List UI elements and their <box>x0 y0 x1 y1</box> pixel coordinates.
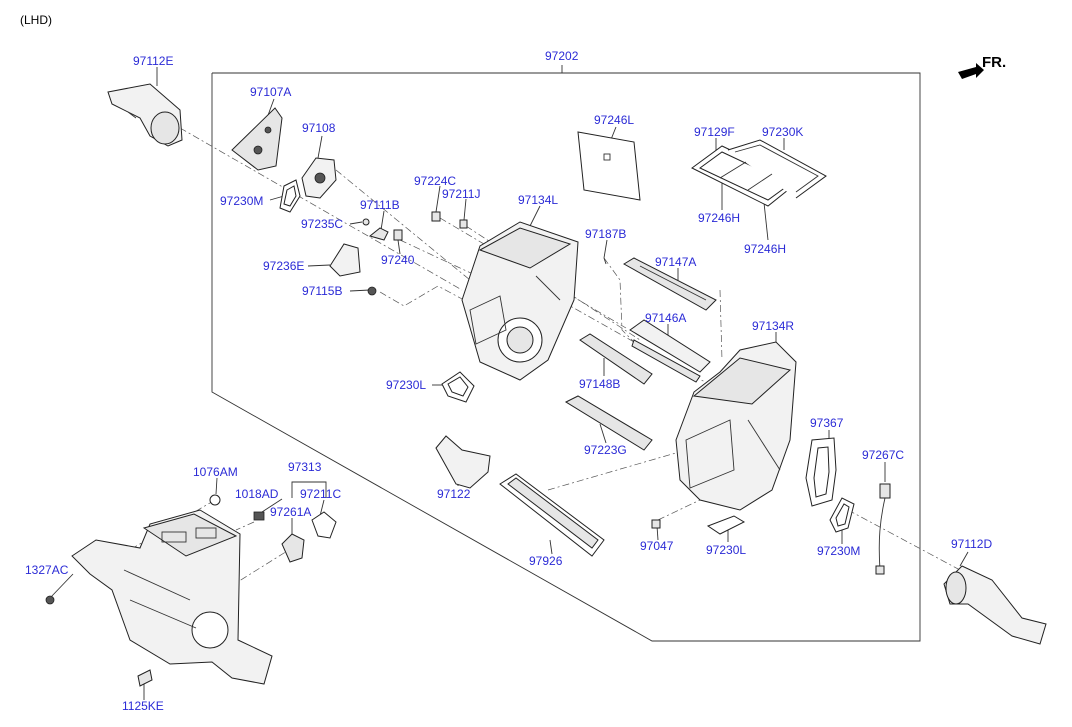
label-1327AC[interactable]: 1327AC <box>25 563 69 577</box>
front-label: FR. <box>982 54 1006 71</box>
label-97367[interactable]: 97367 <box>810 416 844 430</box>
label-1076AM[interactable]: 1076AM <box>193 465 238 479</box>
filter-cover-97246L[interactable] <box>577 131 641 201</box>
label-97148B[interactable]: 97148B <box>579 377 620 391</box>
seal-97367[interactable] <box>805 437 837 507</box>
label-97115B[interactable]: 97115B <box>302 284 342 298</box>
label-1125KE[interactable]: 1125KE <box>122 699 164 713</box>
door-97146A[interactable] <box>629 319 711 383</box>
label-97129F[interactable]: 97129F <box>694 125 735 139</box>
blower-unit[interactable] <box>71 509 273 685</box>
label-1018AD[interactable]: 1018AD <box>235 487 279 501</box>
label-97147A[interactable]: 97147A <box>655 255 696 269</box>
duct-97112D[interactable] <box>943 565 1047 645</box>
label-97202[interactable]: 97202 <box>545 49 579 63</box>
label-97111B[interactable]: 97111B <box>360 198 400 212</box>
assembly-outline <box>211 72 921 642</box>
gasket-97230L-top[interactable] <box>441 371 475 403</box>
gasket-97230M-bottom[interactable] <box>829 497 855 533</box>
case-left-97134L[interactable] <box>461 221 579 381</box>
door-97148B[interactable] <box>579 333 653 385</box>
door-97147A[interactable] <box>623 257 717 311</box>
seal-set-97129F-97230K[interactable] <box>691 139 827 207</box>
label-97211J[interactable]: 97211J <box>442 187 480 201</box>
sensor-97267C[interactable] <box>875 483 891 575</box>
case-right-97134R[interactable] <box>675 341 797 511</box>
actuator-97108[interactable] <box>301 157 337 199</box>
label-97134L[interactable]: 97134L <box>518 193 558 207</box>
part-labels: 97112E 97202 97107A 97108 97230M 97224C … <box>25 49 992 713</box>
label-97108[interactable]: 97108 <box>302 121 336 135</box>
front-direction-indicator: FR. <box>958 54 1006 79</box>
label-97122[interactable]: 97122 <box>437 487 471 501</box>
gasket-97230L-bottom[interactable] <box>706 515 746 535</box>
label-97134R[interactable]: 97134R <box>752 319 794 333</box>
label-97230M-top[interactable]: 97230M <box>220 194 263 208</box>
gasket-97230M-top[interactable] <box>279 179 301 213</box>
duct-97122[interactable] <box>435 435 491 489</box>
label-97112D[interactable]: 97112D <box>951 537 992 551</box>
label-97146A[interactable]: 97146A <box>645 311 686 325</box>
label-97107A[interactable]: 97107A <box>250 85 291 99</box>
clip-97047[interactable] <box>651 519 661 529</box>
label-97235C[interactable]: 97235C <box>301 217 343 231</box>
door-97223G[interactable] <box>564 395 653 451</box>
label-97211C[interactable]: 97211C <box>300 487 341 501</box>
filter-97926[interactable] <box>499 473 605 557</box>
label-97230L-bottom[interactable]: 97230L <box>706 543 746 557</box>
front-arrow-icon <box>958 63 984 79</box>
label-97187B[interactable]: 97187B <box>585 227 626 241</box>
small-parts-upper[interactable] <box>329 211 607 296</box>
label-97236E[interactable]: 97236E <box>263 259 304 273</box>
label-97267C[interactable]: 97267C <box>862 448 904 462</box>
label-97246L[interactable]: 97246L <box>594 113 634 127</box>
label-97224C[interactable]: 97224C <box>414 174 456 188</box>
variant-label: (LHD) <box>20 13 52 27</box>
label-97313[interactable]: 97313 <box>288 460 322 474</box>
label-97230K[interactable]: 97230K <box>762 125 803 139</box>
label-97926[interactable]: 97926 <box>529 554 563 568</box>
label-97246H-b[interactable]: 97246H <box>744 242 786 256</box>
label-97230M-bottom[interactable]: 97230M <box>817 544 860 558</box>
label-97246H-a[interactable]: 97246H <box>698 211 740 225</box>
duct-97112E[interactable] <box>107 83 183 147</box>
label-97047[interactable]: 97047 <box>640 539 674 553</box>
label-97112E[interactable]: 97112E <box>133 54 173 68</box>
label-97261A[interactable]: 97261A <box>270 505 311 519</box>
label-97240[interactable]: 97240 <box>381 253 415 267</box>
label-97230L-top[interactable]: 97230L <box>386 378 426 392</box>
fasteners-lower[interactable] <box>45 494 337 687</box>
label-97223G[interactable]: 97223G <box>584 443 627 457</box>
bracket-97107A[interactable] <box>231 107 283 171</box>
